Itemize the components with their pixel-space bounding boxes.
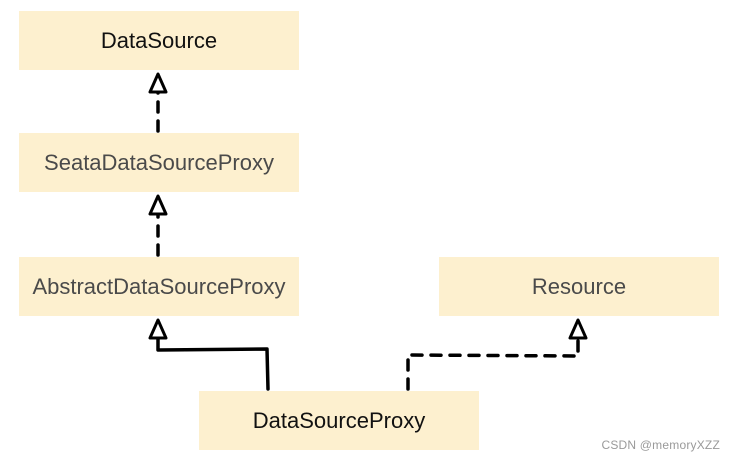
node-abstract-datasource-proxy: AbstractDataSourceProxy [19, 257, 299, 316]
node-label-abstract-datasource-proxy: AbstractDataSourceProxy [32, 273, 286, 299]
node-datasource-proxy: DataSourceProxy [199, 391, 479, 450]
node-seata-datasource-proxy: SeataDataSourceProxy [19, 133, 299, 192]
edge-proxy-to-resource [406, 336, 580, 391]
arrowhead-abstract [148, 318, 168, 340]
node-label-datasource-proxy: DataSourceProxy [252, 407, 426, 433]
node-label-datasource: DataSource [100, 27, 218, 53]
edge-proxy-to-abstract [156, 336, 270, 391]
arrowhead-datasource [148, 72, 168, 94]
arrowhead-resource [568, 318, 588, 340]
watermark: CSDN @memoryXZZ [601, 438, 720, 452]
arrowhead-seata [148, 194, 168, 216]
node-resource: Resource [439, 257, 719, 316]
node-datasource: DataSource [19, 11, 299, 70]
node-label-seata-datasource-proxy: SeataDataSourceProxy [44, 149, 274, 175]
node-label-resource: Resource [531, 273, 627, 299]
